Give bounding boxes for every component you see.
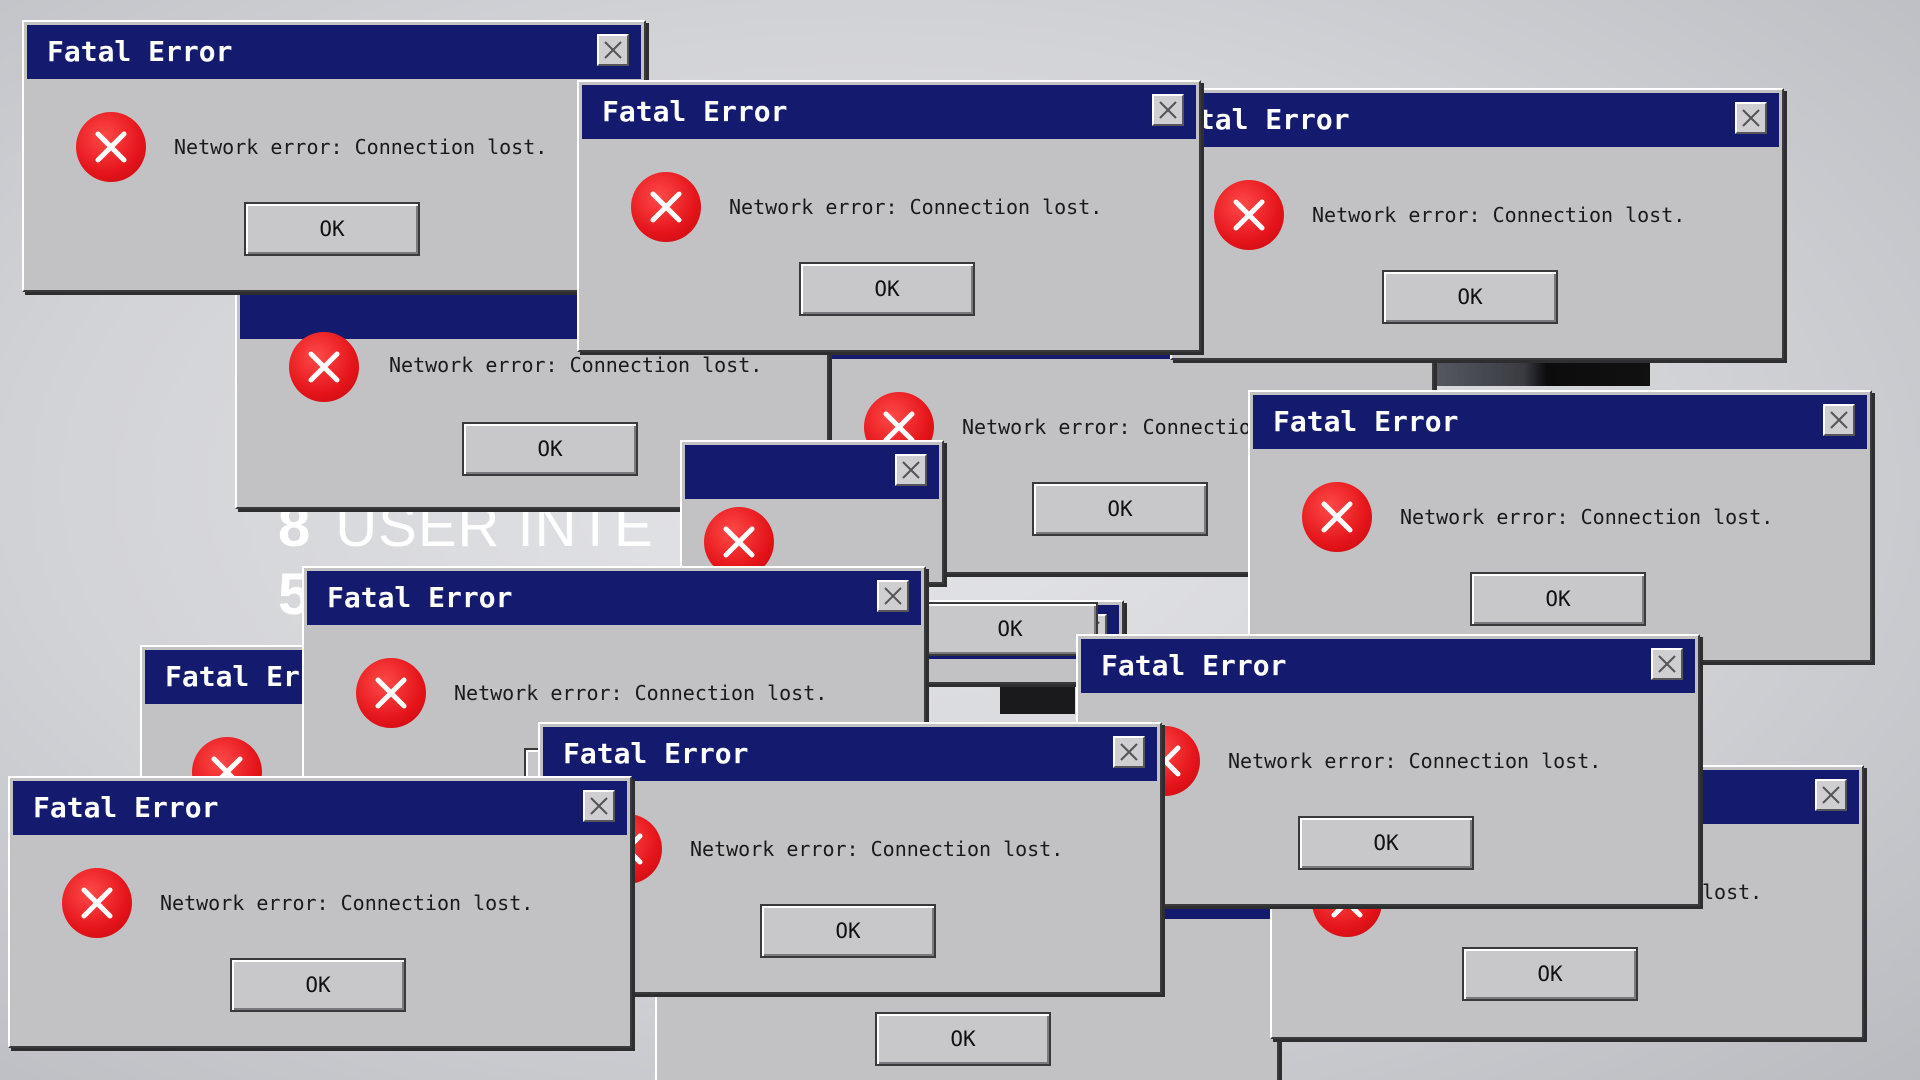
error-x-icon: [631, 172, 701, 242]
error-message: Network error: Connectio: [962, 415, 1251, 439]
close-icon: [604, 41, 622, 59]
dialog-titlebar[interactable]: Fatal Error: [543, 727, 1157, 781]
error-x-icon: [356, 658, 426, 728]
fatal-error-dialog-14: Fatal Error Network error: Connection lo…: [538, 722, 1162, 994]
ok-button[interactable]: OK: [922, 602, 1098, 656]
dialog-title: Fatal Error: [47, 35, 233, 68]
dialog-title: Fatal Error: [1101, 649, 1287, 682]
dialog-title: atal Error: [1181, 103, 1350, 136]
close-icon: [1658, 655, 1676, 673]
error-message: Network error: Connection lost.: [160, 891, 534, 915]
ok-button[interactable]: OK: [1032, 482, 1208, 536]
error-x-icon: [1302, 482, 1372, 552]
ok-button[interactable]: OK: [1298, 816, 1474, 870]
ok-button[interactable]: OK: [760, 904, 936, 958]
ok-button[interactable]: OK: [1382, 270, 1558, 324]
dialog-titlebar[interactable]: Fatal Error: [1253, 395, 1867, 449]
dialog-title: Fatal Error: [33, 791, 219, 824]
background-dark-window-edge-2: [1000, 680, 1075, 714]
close-icon: [902, 461, 920, 479]
error-message: Network error: Connection lost.: [1228, 749, 1602, 773]
close-button[interactable]: [1651, 648, 1683, 680]
dialog-title: Fatal Error: [327, 581, 513, 614]
fatal-error-dialog-10: Fatal Error Network error: Connection lo…: [577, 80, 1201, 352]
dialog-title: Fatal Error: [1273, 405, 1459, 438]
error-message: Network error: Connection lost.: [1400, 505, 1774, 529]
fatal-error-dialog-12: Fatal Error Network error: Connection lo…: [1076, 634, 1700, 906]
ok-button[interactable]: OK: [1470, 572, 1646, 626]
close-button[interactable]: [1735, 102, 1767, 134]
close-button[interactable]: [895, 454, 927, 486]
error-x-icon: [76, 112, 146, 182]
close-button[interactable]: [583, 790, 615, 822]
close-icon: [1120, 743, 1138, 761]
error-message: Network error: Connection lost.: [454, 681, 828, 705]
error-message: Network error: Connection lost.: [690, 837, 1064, 861]
ok-button[interactable]: OK: [875, 1012, 1051, 1066]
dialog-title: Fatal Er: [165, 660, 300, 693]
dialog-title: Fatal Error: [602, 95, 788, 128]
close-icon: [1159, 101, 1177, 119]
fatal-error-dialog-15: Fatal Error Network error: Connection lo…: [8, 776, 632, 1048]
error-message: lost.: [1702, 880, 1763, 904]
close-button[interactable]: [597, 34, 629, 66]
error-x-icon: [1214, 180, 1284, 250]
close-button[interactable]: [1815, 779, 1847, 811]
ok-button[interactable]: OK: [799, 262, 975, 316]
ok-button[interactable]: OK: [244, 202, 420, 256]
error-x-icon: [289, 332, 359, 402]
close-button[interactable]: [1823, 404, 1855, 436]
fatal-error-dialog-7: [680, 440, 944, 584]
dialog-titlebar[interactable]: [685, 445, 939, 499]
error-message: Network error: Connection lost.: [1312, 203, 1686, 227]
ok-button[interactable]: OK: [462, 422, 638, 476]
dialog-title: Fatal Error: [563, 737, 749, 770]
dialog-titlebar[interactable]: Fatal Error: [307, 571, 921, 625]
error-x-icon: [704, 507, 774, 577]
error-message: Network error: Connection lost.: [389, 353, 763, 377]
close-icon: [884, 587, 902, 605]
ok-button[interactable]: OK: [1462, 947, 1638, 1001]
close-icon: [1822, 786, 1840, 804]
close-icon: [1830, 411, 1848, 429]
dialog-titlebar[interactable]: Fatal Error: [582, 85, 1196, 139]
dialog-titlebar[interactable]: Fatal Error: [13, 781, 627, 835]
dialog-titlebar[interactable]: Fatal Error: [1081, 639, 1695, 693]
close-button[interactable]: [1152, 94, 1184, 126]
close-icon: [590, 797, 608, 815]
close-button[interactable]: [1113, 736, 1145, 768]
dialog-titlebar[interactable]: atal Error: [1175, 93, 1779, 147]
close-button[interactable]: [877, 580, 909, 612]
fatal-error-dialog-11: Fatal Error Network error: Connection lo…: [1248, 390, 1872, 662]
close-icon: [1742, 109, 1760, 127]
fatal-error-dialog-9: Fatal Error Network error: Connection lo…: [22, 20, 646, 292]
dialog-titlebar[interactable]: Fatal Error: [27, 25, 641, 79]
error-message: Network error: Connection lost.: [729, 195, 1103, 219]
ok-button[interactable]: OK: [230, 958, 406, 1012]
fatal-error-dialog-8: atal Error Network error: Connection los…: [1170, 88, 1784, 360]
error-message: Network error: Connection lost.: [174, 135, 548, 159]
error-x-icon: [62, 868, 132, 938]
